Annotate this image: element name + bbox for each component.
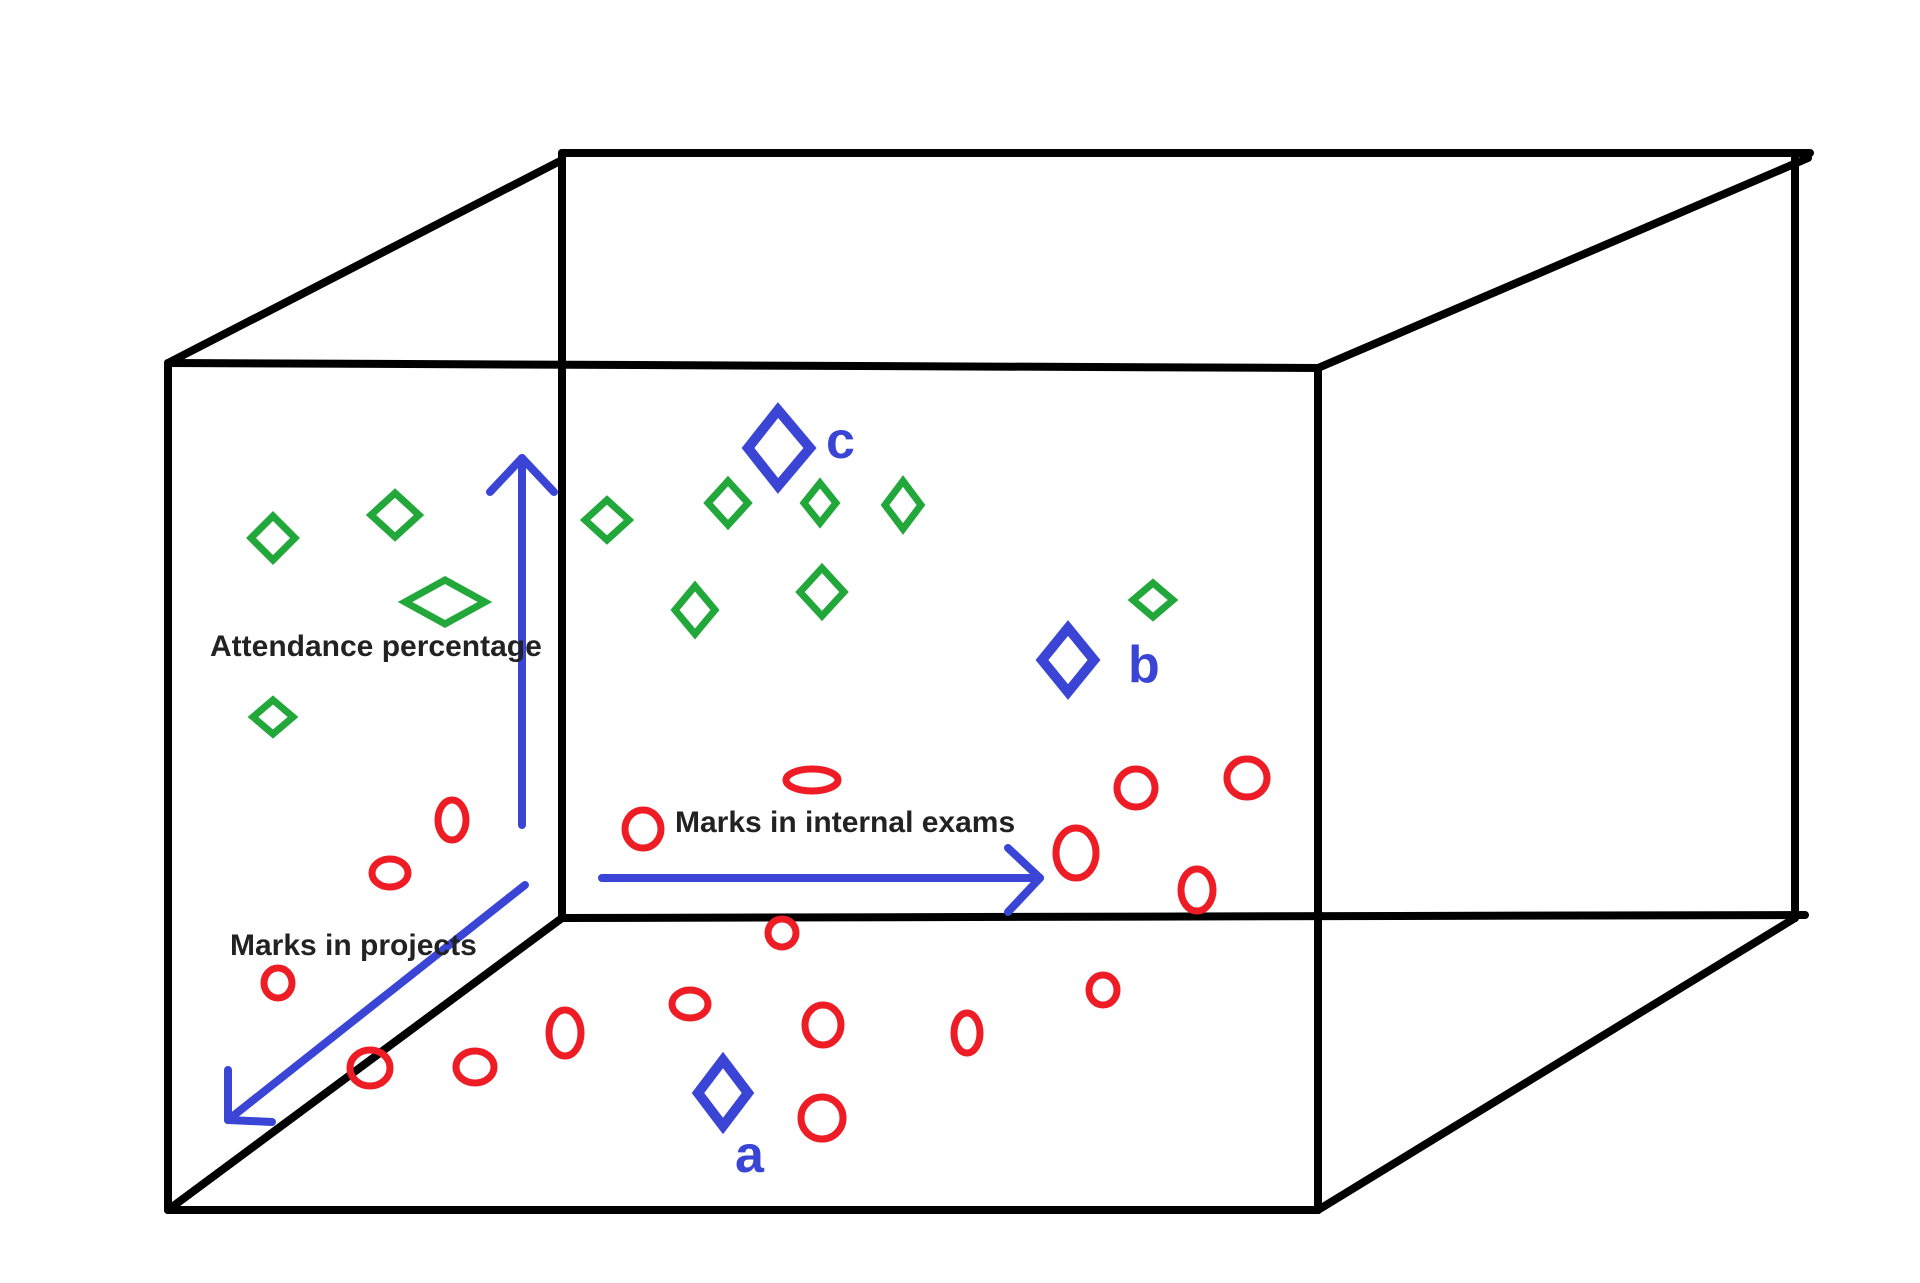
box-back-face [558, 149, 1814, 922]
box-connecting-edges [164, 154, 1812, 1214]
depth-axis-arrow [224, 881, 529, 1126]
box-front-top-edge [164, 359, 1322, 372]
red-circle-17 [1177, 865, 1217, 915]
vertical-axis-label: Attendance percentage [210, 630, 542, 663]
red-circle-12 [950, 1009, 984, 1057]
green-diamond-1 [246, 511, 300, 565]
green-diamond-6 [703, 475, 753, 531]
class-green-points [246, 475, 1179, 739]
axis-arrows [224, 454, 1044, 1126]
green-diamond-9 [670, 580, 720, 640]
red-circle-7 [668, 986, 712, 1022]
red-circle-4 [346, 1046, 394, 1090]
red-circle-16 [1223, 755, 1271, 801]
red-circle-9 [782, 765, 842, 795]
box-edge-top-left [164, 156, 566, 367]
green-diamond-3 [397, 576, 493, 628]
box-edge-top-right [1314, 154, 1812, 372]
green-diamond-11 [1127, 578, 1179, 622]
box-edge-bottom-right [1314, 914, 1799, 1214]
red-circle-2 [368, 855, 412, 891]
query-point-b-label: b [1128, 636, 1160, 694]
red-circle-6 [545, 1006, 585, 1060]
green-diamond-8 [880, 475, 926, 535]
green-diamond-4 [247, 695, 299, 739]
box-edge-bottom-left [164, 914, 566, 1214]
query-point-b-marker [1035, 620, 1101, 700]
red-circle-15 [1113, 765, 1159, 811]
query-point-c-marker [741, 402, 817, 494]
red-circle-1 [434, 796, 470, 844]
query-point-c-label: c [826, 412, 855, 470]
red-circle-10 [764, 915, 800, 951]
red-circle-11 [801, 1001, 845, 1049]
box-front-face [164, 359, 1322, 1214]
red-circle-13 [797, 1093, 847, 1143]
class-red-points [260, 755, 1271, 1143]
green-diamond-10 [795, 562, 849, 622]
query-point-a-label: a [735, 1126, 765, 1184]
green-diamond-5 [579, 495, 635, 545]
red-circle-18 [1085, 971, 1121, 1009]
vertical-axis-arrow [486, 454, 558, 829]
green-diamond-7 [799, 477, 841, 529]
horizontal-axis-label: Marks in internal exams [675, 806, 1015, 839]
red-circle-8 [621, 806, 665, 852]
red-circle-14 [1052, 824, 1100, 882]
query-point-a-marker [691, 1051, 755, 1135]
query-points: c b a [691, 402, 1160, 1184]
horizontal-axis-arrow [598, 844, 1044, 916]
box-back-bottom-edge [558, 911, 1809, 922]
green-diamond-2 [365, 488, 425, 542]
depth-axis-label: Marks in projects [230, 929, 477, 962]
red-circle-5 [452, 1047, 498, 1087]
red-circle-3 [260, 964, 296, 1002]
